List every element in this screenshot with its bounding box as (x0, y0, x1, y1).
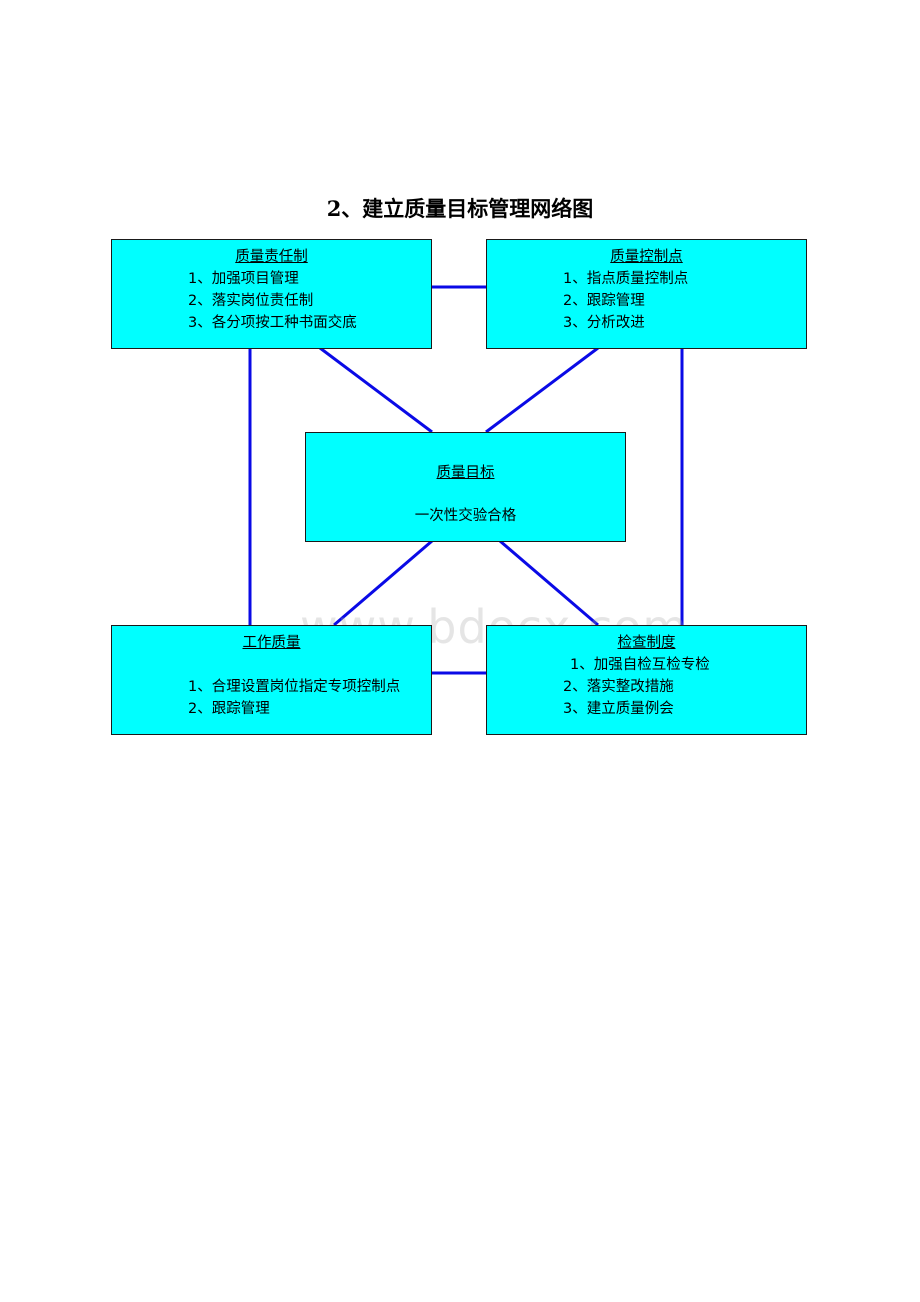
list-item: 3、各分项按工种书面交底 (188, 315, 357, 331)
node-subtitle: 一次性交验合格 (414, 508, 517, 524)
list-item: 1、指点质量控制点 (563, 271, 689, 287)
node-heading: 质量责任制 (235, 249, 308, 265)
diagram-title: 2、建立质量目标管理网络图 (326, 196, 594, 221)
list-item: 1、加强自检互检专检 (570, 657, 710, 673)
list-item: 2、落实整改措施 (563, 679, 674, 695)
node-item-list: 1、加强自检互检专检 2、落实整改措施 3、建立质量例会 (487, 654, 806, 720)
list-item: 2、跟踪管理 (563, 293, 645, 309)
node-heading: 检查制度 (617, 635, 676, 651)
node-heading: 质量目标 (436, 465, 495, 481)
node-work-quality: 工作质量 1、合理设置岗位指定专项控制点 2、跟踪管理 (111, 625, 432, 735)
list-item: 2、跟踪管理 (188, 701, 270, 717)
connector-responsibility-goal (319, 346, 433, 434)
list-item: 1、加强项目管理 (188, 271, 299, 287)
node-quality-goal: 质量目标 一次性交验合格 (305, 432, 626, 542)
node-item-list: 1、指点质量控制点 2、跟踪管理 3、分析改进 (487, 268, 806, 334)
node-item-list: 1、合理设置岗位指定专项控制点 2、跟踪管理 (112, 676, 431, 720)
node-quality-responsibility: 质量责任制 1、加强项目管理 2、落实岗位责任制 3、各分项按工种书面交底 (111, 239, 432, 349)
connector-control-goal (485, 346, 599, 434)
node-inspection-system: 检查制度 1、加强自检互检专检 2、落实整改措施 3、建立质量例会 (486, 625, 807, 735)
connector-goal-work (333, 539, 433, 627)
list-item: 1、合理设置岗位指定专项控制点 (188, 679, 401, 695)
node-quality-control-points: 质量控制点 1、指点质量控制点 2、跟踪管理 3、分析改进 (486, 239, 807, 349)
list-item: 2、落实岗位责任制 (188, 293, 314, 309)
list-item: 3、建立质量例会 (563, 701, 674, 717)
list-item: 3、分析改进 (563, 315, 645, 331)
node-item-list: 1、加强项目管理 2、落实岗位责任制 3、各分项按工种书面交底 (112, 268, 431, 334)
node-heading: 工作质量 (242, 635, 301, 651)
node-heading: 质量控制点 (610, 249, 683, 265)
connector-goal-inspection (499, 539, 599, 627)
